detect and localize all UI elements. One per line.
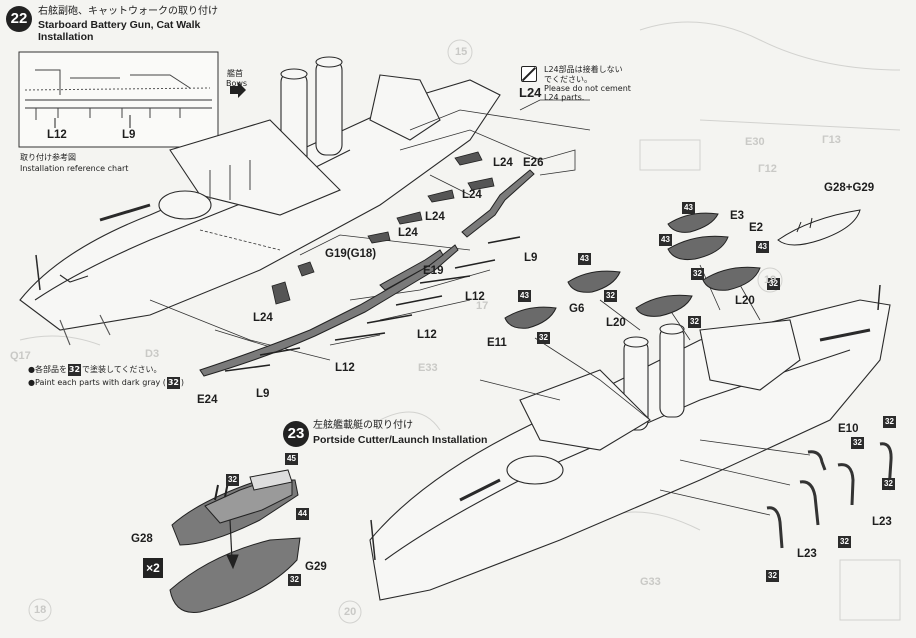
label-e26: E26: [523, 157, 544, 169]
inset-reference-box: [18, 51, 246, 148]
step-22-title-en-2: Installation: [38, 31, 94, 43]
guide-lines-22: [149, 99, 591, 361]
label-l12-b: L12: [417, 329, 437, 341]
label-e3: E3: [730, 210, 745, 222]
inset-label-l9: L9: [122, 129, 136, 141]
color-code: 43: [518, 290, 531, 302]
step-22-title-en: Starboard Battery Gun, Cat Walk: [38, 19, 201, 31]
color-code: 32: [688, 316, 701, 328]
paint-note-en: ●Paint each parts with dark gray (32): [28, 377, 185, 389]
ghost-label: 19: [764, 274, 777, 286]
step-22-badge: 22: [6, 6, 32, 32]
label-l9-a: L9: [524, 252, 538, 264]
cutter-g29: [169, 519, 301, 614]
small-parts-22: [224, 151, 521, 372]
color-code: 32: [691, 268, 704, 280]
color-code: 43: [682, 202, 695, 214]
ghost-label: E33: [418, 362, 438, 374]
step-23-badge: 23: [283, 421, 309, 447]
cement-note-jp-2: でください。: [544, 75, 592, 84]
label-g28: G28: [131, 533, 153, 545]
color-code: 32: [537, 332, 550, 344]
label-l23-b: L23: [797, 548, 817, 560]
catwalk-parts: [199, 169, 535, 377]
launch-g28: [171, 469, 299, 546]
cement-note-part: L24: [519, 85, 542, 100]
label-l20-b: L20: [735, 295, 755, 307]
color-code: 32: [288, 574, 301, 586]
step-22-title-jp: 右舷副砲、キャットウォークの取り付け: [38, 6, 218, 17]
label-e24: E24: [197, 394, 218, 406]
label-e19: E19: [423, 265, 444, 277]
inset-ref-en: Installation reference chart: [20, 164, 129, 173]
davits-23: [766, 442, 893, 549]
label-g6: G6: [569, 303, 585, 315]
cement-note-en-2: L24 parts.: [544, 93, 585, 102]
ghost-label: 15: [455, 46, 468, 58]
cement-note-jp-1: L24部品は接着しない: [544, 65, 623, 74]
label-g29: G29: [305, 561, 327, 573]
color-code: 32: [767, 278, 780, 290]
color-code: 32: [851, 437, 864, 449]
ghost-label: 17: [476, 300, 489, 312]
label-g28-g29: G28+G29: [824, 182, 875, 194]
label-l12-a: L12: [465, 291, 485, 303]
label-g19: G19(G18): [325, 248, 377, 260]
inset-ref-jp: 取り付け参考図: [20, 153, 76, 162]
label-l20-a: L20: [606, 317, 626, 329]
label-e11: E11: [487, 337, 507, 349]
color-code: 32: [883, 416, 896, 428]
ship-hull-lower: [369, 284, 891, 601]
ghost-label: 18: [34, 604, 47, 616]
cement-note-en-1: Please do not cement: [544, 84, 631, 93]
color-code: 32: [604, 290, 617, 302]
boats-23: [504, 209, 861, 329]
label-l24-c: L24: [425, 211, 445, 223]
ghost-label: 20: [344, 606, 357, 618]
multiplier-badge: ×2: [143, 558, 163, 578]
label-e2: E2: [749, 222, 764, 234]
label-l24-a: L24: [493, 157, 513, 169]
label-l24-e: L24: [398, 227, 418, 239]
ghost-label: Q17: [10, 350, 31, 362]
color-code: 32: [882, 478, 895, 490]
color-code: 43: [756, 241, 769, 253]
color-code: 32: [226, 474, 239, 486]
inset-label-l12: L12: [47, 129, 67, 141]
ship-hull-upper: [19, 56, 501, 346]
ghost-label: D3: [145, 348, 160, 360]
no-cement-icon: [521, 66, 537, 82]
label-l12-c: L12: [335, 362, 355, 374]
label-l23-a: L23: [872, 516, 892, 528]
color-code: 45: [285, 453, 298, 465]
step-23-title-jp: 左舷艦載艇の取り付け: [313, 420, 413, 431]
color-code: 32: [766, 570, 779, 582]
step-23-title-en: Portside Cutter/Launch Installation: [313, 434, 488, 446]
label-l9-b: L9: [256, 388, 270, 400]
ghost-label: Γ12: [758, 163, 777, 175]
label-e10: E10: [838, 423, 859, 435]
ghost-label: G33: [640, 576, 661, 588]
color-code: 44: [296, 508, 309, 520]
color-code: 32: [838, 536, 851, 548]
reverse-page-ghost: [19, 21, 901, 624]
label-l24-d: L24: [253, 312, 273, 324]
inset-bow-en: Bows: [226, 79, 248, 88]
ghost-label: Γ13: [822, 134, 841, 146]
ghost-label: E30: [745, 136, 765, 148]
color-code: 43: [578, 253, 591, 265]
inset-bow-jp: 艦首: [227, 69, 243, 78]
color-code: 43: [659, 234, 672, 246]
label-l24-b: L24: [462, 189, 482, 201]
